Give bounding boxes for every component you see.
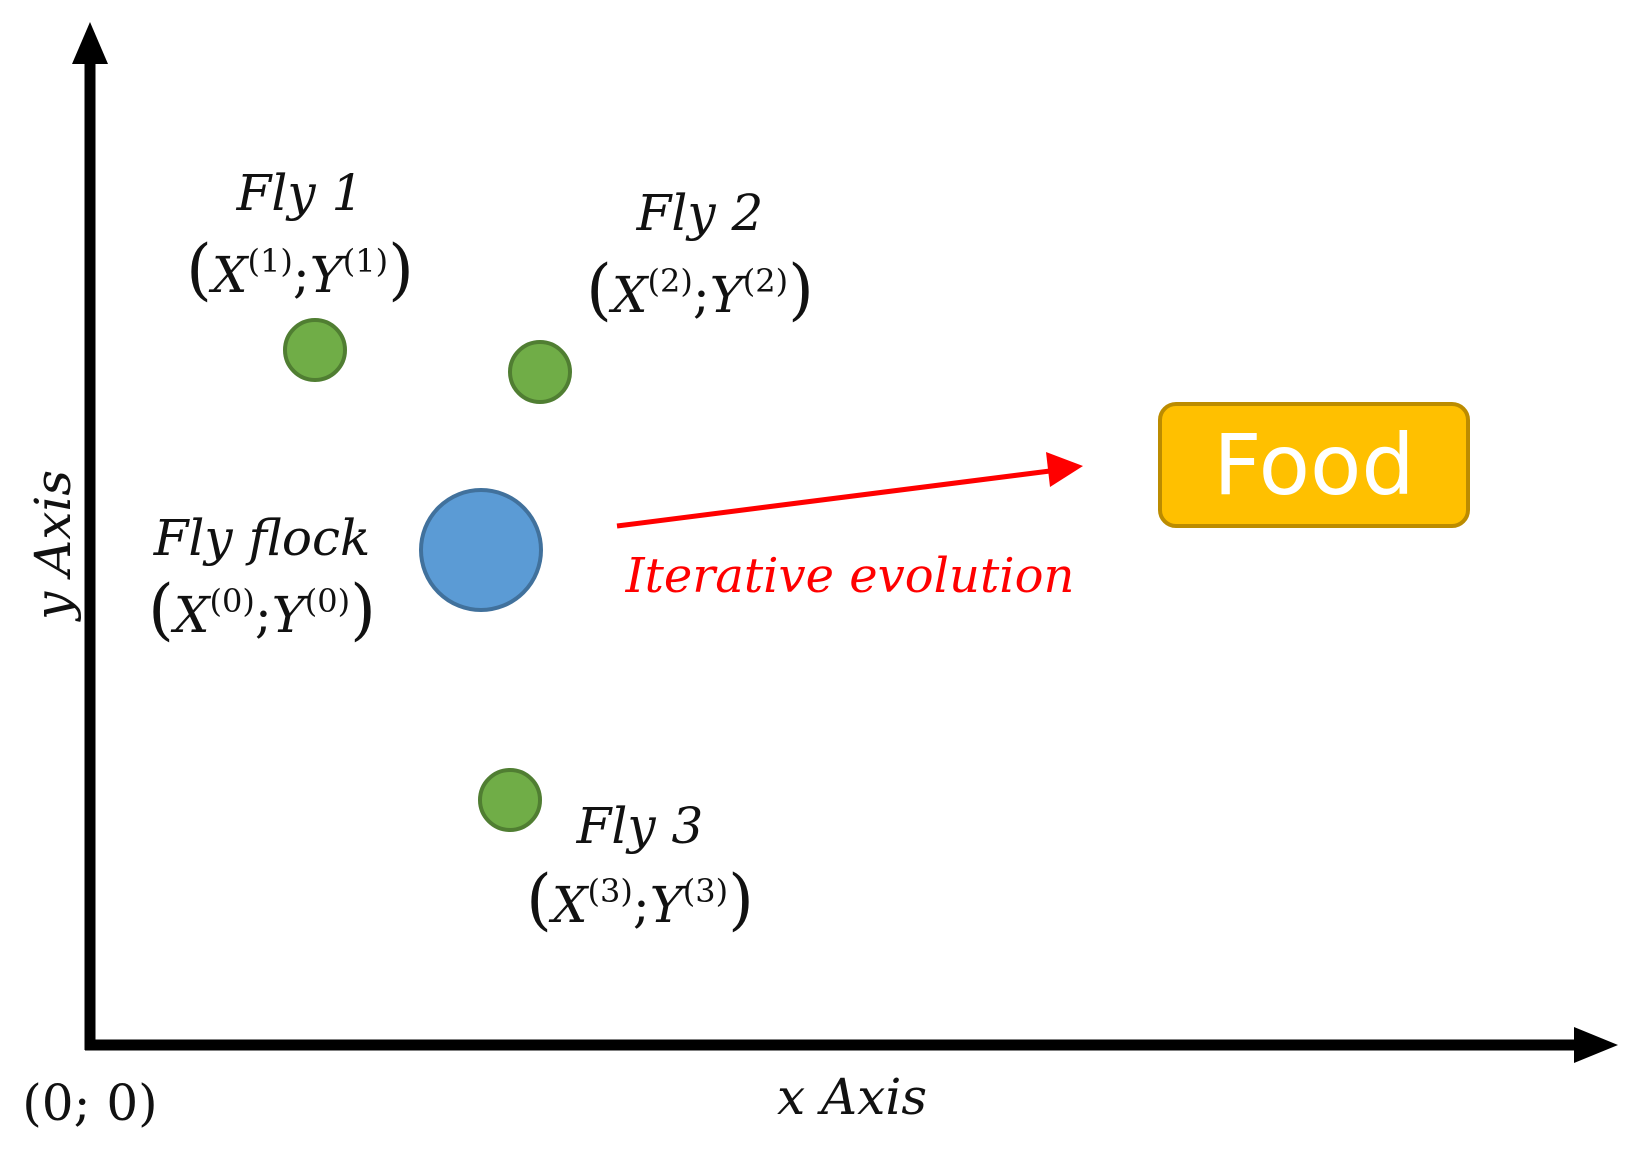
origin-label: (0; 0): [22, 1074, 157, 1132]
y-axis-label: y Axis: [24, 470, 82, 622]
y-axis-arrowhead: [72, 22, 108, 64]
fly-2-marker: [508, 340, 572, 404]
x-axis-label: x Axis: [777, 1068, 927, 1126]
evolution-arrowhead: [1046, 452, 1083, 487]
fly-1-coord: (X(1);Y(1)): [186, 231, 414, 308]
fly-3-marker: [478, 768, 542, 832]
flock-coord: (X(0);Y(0)): [148, 571, 376, 648]
fly-2-name: Fly 2: [636, 184, 764, 242]
flock-name: Fly flock: [153, 509, 371, 567]
fly-2-coord: (X(2);Y(2)): [586, 251, 814, 328]
fly-2-y-sup: (2): [743, 262, 788, 300]
fly-1-y-sup: (1): [343, 242, 388, 280]
x-axis-arrowhead: [1574, 1027, 1618, 1063]
food-box: [1158, 402, 1470, 528]
evolution-arrow-line: [616, 468, 1051, 529]
fly-3-x-sup: (3): [588, 872, 633, 910]
flock-marker: [419, 488, 543, 612]
fly-1-marker: [283, 318, 347, 382]
fly-3-y-sup: (3): [683, 872, 728, 910]
flock-y-sup: (0): [305, 582, 350, 620]
evolution-label: Iterative evolution: [625, 548, 1075, 604]
fly-1-paren-open: (: [186, 231, 212, 308]
fly-2-x-sup: (2): [648, 262, 693, 300]
flock-x-sup: (0): [210, 582, 255, 620]
fly-1-x-sup: (1): [248, 242, 293, 280]
fly-3-name: Fly 3: [576, 797, 704, 855]
food-label: Food: [1213, 416, 1414, 514]
fly-3-coord: (X(3);Y(3)): [526, 861, 754, 938]
fly-1-name: Fly 1: [236, 164, 364, 222]
